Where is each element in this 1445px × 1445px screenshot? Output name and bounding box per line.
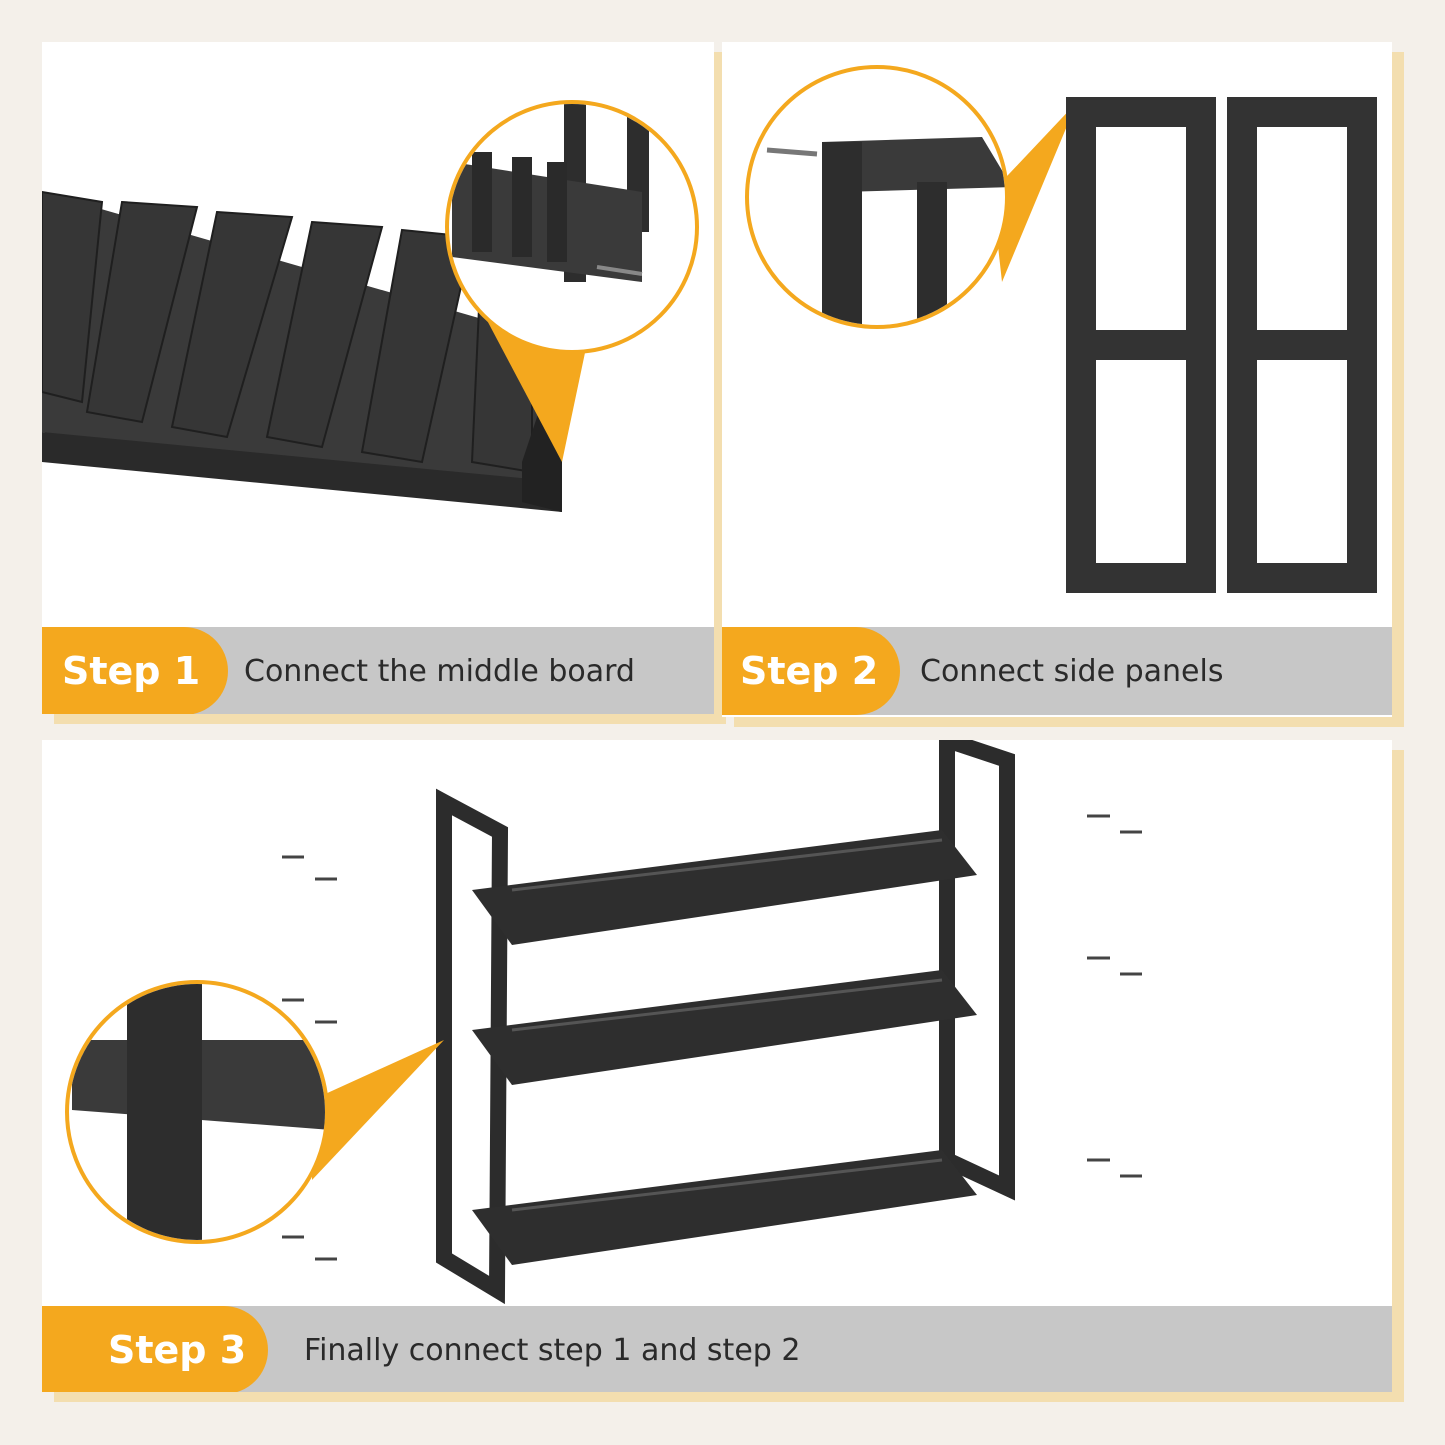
- side-panels-illustration: [745, 65, 1377, 593]
- step-2-badge: Step 2: [722, 627, 900, 715]
- zoom-callout-icon: [745, 65, 1009, 329]
- step-2-text: Connect side panels: [920, 653, 1224, 689]
- step-3-panel: Step 3 Finally connect step 1 and step 2: [42, 740, 1392, 1392]
- step-2-panel: Step 2 Connect side panels: [722, 42, 1392, 717]
- step-1-badge: Step 1: [42, 627, 228, 714]
- assembled-shelf-illustration: [65, 740, 1142, 1305]
- step-3-text: Finally connect step 1 and step 2: [304, 1332, 801, 1368]
- step-3-badge: Step 3: [42, 1306, 268, 1392]
- step-1-bar: Step 1 Connect the middle board: [42, 627, 714, 714]
- screw-icon: [282, 814, 1142, 1261]
- middle-board-illustration: [42, 100, 699, 512]
- zoom-callout-icon: [445, 100, 699, 354]
- step-3-bar: Step 3 Finally connect step 1 and step 2: [42, 1306, 1392, 1392]
- step-1-text: Connect the middle board: [244, 653, 635, 689]
- zoom-callout-icon: [65, 980, 329, 1244]
- step-2-bar: Step 2 Connect side panels: [722, 627, 1392, 715]
- step-1-panel: Step 1 Connect the middle board: [42, 42, 714, 714]
